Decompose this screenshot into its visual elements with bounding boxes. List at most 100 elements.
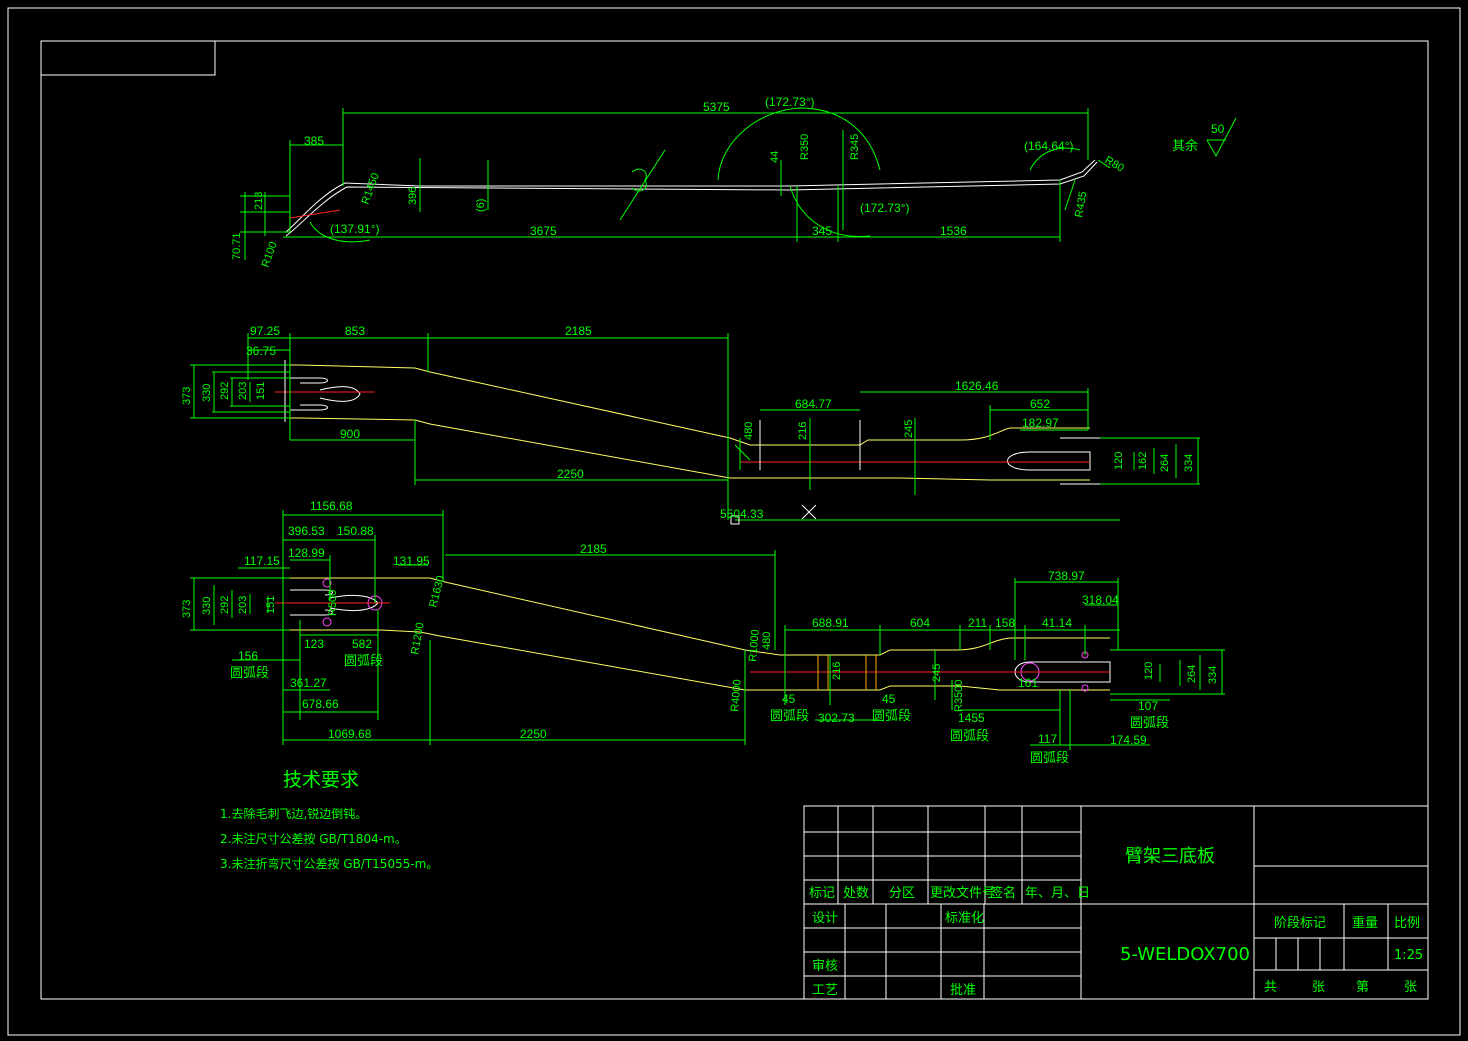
- label-sheets-2: 张: [1404, 980, 1417, 995]
- label-process: 工艺: [812, 983, 838, 998]
- dim-r350: R350: [799, 134, 811, 160]
- dim-41-14: 41.14: [1042, 616, 1072, 630]
- center-cross-icon: [801, 504, 817, 520]
- dim-131-95: 131.95: [393, 554, 430, 568]
- dim-264: 264: [1159, 454, 1171, 472]
- dim-angle-164-64: (164.64°): [1024, 139, 1074, 153]
- corner-box: [40, 40, 216, 76]
- dim-2185: 2185: [565, 324, 592, 338]
- material: 5-WELDOX700: [1120, 944, 1250, 965]
- dim-r1630: R1630: [427, 574, 447, 608]
- label-standardization: 标准化: [945, 911, 984, 926]
- header-mark: 标记: [809, 886, 835, 901]
- dim-128-99: 128.99: [288, 546, 325, 560]
- label-arc-segment-5: 圆弧段: [1130, 716, 1169, 731]
- dim-45-b: 45: [882, 692, 896, 706]
- header-change-doc: 更改文件号: [930, 886, 995, 901]
- header-signature: 签名: [990, 885, 1016, 901]
- dim-652: 652: [1030, 397, 1050, 411]
- dim-604: 604: [910, 616, 930, 630]
- dim-330-bottom: 330: [201, 597, 213, 615]
- label-arc-segment-3: 圆弧段: [770, 709, 809, 724]
- scale-value: 1:25: [1394, 948, 1423, 963]
- dim-120-bottom: 120: [1143, 662, 1155, 680]
- dim-1156-68: 1156.68: [310, 499, 353, 513]
- dim-396: 396: [407, 187, 419, 205]
- dim-853: 853: [345, 324, 365, 338]
- notes-title: 技术要求: [283, 769, 359, 791]
- middle-view: 97.25 853 2185 36.75 373 330 292 203 151…: [181, 324, 1200, 525]
- dim-318-04: 318.04: [1082, 593, 1119, 607]
- note-item-3: 3.未注折弯尺寸公差按 GB/T15055-m。: [220, 856, 438, 871]
- dim-5375: 5375: [703, 100, 730, 114]
- dim-345: 345: [812, 224, 832, 238]
- header-count: 处数: [843, 886, 869, 901]
- top-view: 其余 50 5375 (172.73°) 385 R350 R345 44 (1…: [231, 95, 1237, 269]
- outer-border: [7, 7, 1461, 1036]
- dim-385: 385: [304, 134, 324, 148]
- dim-6: (6): [475, 199, 487, 212]
- dim-373: 373: [181, 387, 193, 405]
- roughness-symbol-icon: [1206, 117, 1237, 158]
- label-arc-segment-7: 圆弧段: [1030, 751, 1069, 766]
- dim-151: 151: [255, 382, 267, 400]
- note-item-2: 2.未注尺寸公差按 GB/T1804-m。: [220, 831, 407, 846]
- label-review: 审核: [812, 959, 838, 974]
- dim-120: 120: [1113, 452, 1125, 470]
- dim-r345: R345: [849, 134, 861, 160]
- dim-r4000: R4000: [729, 679, 744, 712]
- dim-334-bottom: 334: [1207, 666, 1219, 684]
- dim-330: 330: [201, 384, 213, 402]
- dim-r1200: R1200: [409, 622, 426, 656]
- note-item-1: 1.去除毛刺飞边,锐边倒钝。: [220, 806, 367, 821]
- label-scale: 比例: [1394, 916, 1420, 931]
- dim-174-59: 174.59: [1110, 733, 1147, 747]
- header-zone: 分区: [889, 886, 915, 901]
- dim-151-bottom: 151: [265, 596, 277, 614]
- dim-373-bottom: 373: [181, 600, 193, 618]
- label-sheets: 张: [1312, 980, 1325, 995]
- dim-161: 161: [1018, 676, 1038, 690]
- dim-2185-bottom: 2185: [580, 542, 607, 556]
- header-date: 年、月、日: [1025, 886, 1090, 901]
- title-block: 臂架三底板 5-WELDOX700 标记 处数 分区 更改文件号 签名 年、月、…: [803, 805, 1429, 1000]
- dim-292-bottom: 292: [219, 596, 231, 614]
- inner-border: [40, 40, 1429, 1000]
- dim-123: 123: [304, 637, 324, 651]
- dim-r435: R435: [1073, 191, 1089, 219]
- dim-45-a: 45: [782, 692, 796, 706]
- label-arc-segment-6: 圆弧段: [950, 729, 989, 744]
- dim-r3500: R3500: [953, 680, 965, 712]
- roughness-label: 其余: [1172, 138, 1198, 154]
- label-weight: 重量: [1352, 915, 1378, 931]
- label-arc-segment-2: 圆弧段: [230, 666, 269, 681]
- label-approve: 批准: [950, 983, 976, 998]
- dim-2250-bottom: 2250: [520, 727, 547, 741]
- dim-480-bottom: 480: [761, 632, 773, 650]
- label-design: 设计: [812, 911, 838, 926]
- dim-245: 245: [903, 420, 915, 438]
- dim-1455: 1455: [958, 711, 985, 725]
- label-arc-segment-1: 圆弧段: [344, 654, 383, 669]
- dim-396-53: 396.53: [288, 524, 325, 538]
- label-stage-mark: 阶段标记: [1274, 916, 1326, 931]
- label-arc-segment-4: 圆弧段: [872, 709, 911, 724]
- dim-107: 107: [1138, 699, 1158, 713]
- dim-44: 44: [769, 151, 781, 163]
- bottom-view: 1156.68 396.53 150.88 117.15 128.99 131.…: [181, 499, 1225, 766]
- dim-1536: 1536: [940, 224, 967, 238]
- roughness-value: 50: [1211, 122, 1225, 136]
- dim-r1450: R1450: [360, 171, 382, 206]
- dim-211: 211: [968, 616, 987, 630]
- dim-203-bottom: 203: [237, 596, 249, 614]
- dim-292: 292: [219, 382, 231, 400]
- dim-480: 480: [743, 422, 755, 440]
- dim-1069-68: 1069.68: [328, 727, 372, 741]
- dim-97-25: 97.25: [250, 324, 280, 338]
- dim-117-15: 117.15: [244, 554, 280, 568]
- dim-5504-33: 5504.33: [720, 507, 764, 521]
- dim-162: 162: [1137, 452, 1149, 470]
- dim-r1000: R1000: [747, 629, 762, 662]
- dim-334: 334: [1183, 454, 1195, 472]
- dim-36-75: 36.75: [246, 344, 276, 358]
